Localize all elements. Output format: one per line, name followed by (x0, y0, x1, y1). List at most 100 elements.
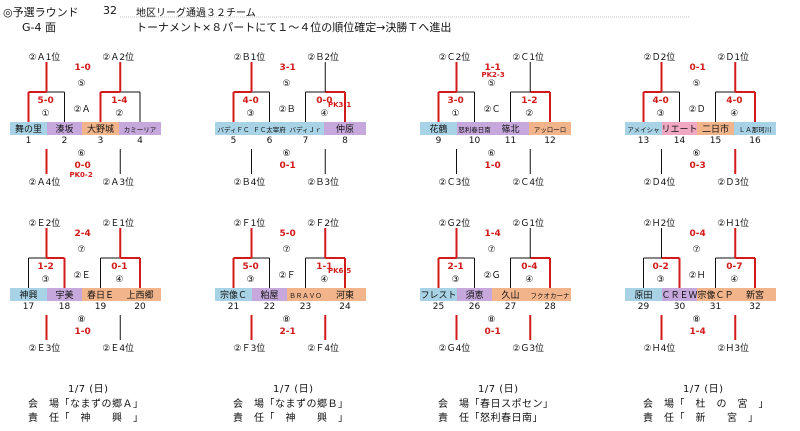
team-number: 15 (709, 136, 722, 146)
group-label: ②Ｅ (73, 271, 91, 281)
group-label: ②Ｄ (688, 105, 706, 115)
team-number: 11 (504, 136, 517, 146)
match-number: ④ (730, 109, 739, 119)
match-score: 2-1 (447, 262, 464, 272)
team-number: 20 (134, 302, 146, 312)
match-number: ⑤ (282, 79, 291, 89)
rank-label: ②Ｄ3位 (717, 178, 750, 188)
match-number: ⑤ (692, 79, 701, 89)
rank-label: ②Ａ3位 (102, 178, 135, 188)
team-number: 21 (227, 302, 240, 312)
team-number: 28 (544, 302, 556, 312)
match-score: 4-0 (242, 96, 259, 106)
match-number: ⑧ (487, 315, 496, 325)
team-number: 14 (673, 136, 686, 146)
league-note: 地区リーグ通過３２チーム (136, 8, 256, 19)
team-cell: ＣＲＥＷ (662, 288, 697, 301)
match-number: ⑧ (77, 315, 86, 325)
match-number: ⑥ (77, 149, 86, 159)
rank-label: ②Ａ2位 (102, 53, 135, 63)
pk-score: PK2-3 (481, 71, 505, 79)
rank-label: ②Ｈ4位 (643, 344, 676, 354)
match-number: ① (41, 109, 50, 119)
rank-label: ②Ｆ3位 (233, 344, 266, 354)
footer-date: 1/7 (日) (478, 384, 519, 395)
match-score: 1-4 (689, 327, 706, 337)
team-cell: 仲原 (324, 122, 366, 135)
rank-label: ②Ｅ2位 (28, 219, 61, 229)
footer-manager: 責 任「 新 宮 」 (643, 413, 759, 424)
team-cell: 花鶴 (420, 122, 457, 135)
match-score: 0-7 (726, 262, 743, 272)
group-label: ②Ｈ (688, 271, 706, 281)
match-number: ② (525, 109, 534, 119)
team-number: 32 (749, 302, 761, 312)
match-number: ④ (730, 275, 739, 285)
team-count: 32 (103, 4, 117, 17)
match-number: ⑤ (77, 79, 86, 89)
rank-label: ②Ｃ3位 (438, 178, 471, 188)
match-score: 1-4 (111, 96, 128, 106)
team-number: 25 (432, 302, 445, 312)
team-number: 31 (709, 302, 722, 312)
match-score: 1-1 (484, 63, 501, 73)
rank-label: ②Ｃ4位 (512, 178, 545, 188)
team-cell: 大野城 (82, 122, 119, 135)
match-score: 0-1 (484, 327, 501, 337)
team-number: 9 (435, 136, 442, 146)
rank-label: ②Ｂ1位 (233, 53, 266, 63)
team-number: 23 (299, 302, 312, 312)
rank-label: ②Ｇ2位 (438, 219, 471, 229)
rank-label: ②Ａ4位 (28, 178, 61, 188)
match-number: ⑧ (282, 315, 291, 325)
team-number: 16 (749, 136, 761, 146)
team-cell: フレスト (420, 288, 457, 301)
match-number: ② (115, 109, 124, 119)
team-number: 30 (673, 302, 686, 312)
team-cell: ＦＣ太宰府 (252, 122, 287, 135)
match-number: ⑦ (487, 245, 496, 255)
team-number: 22 (263, 302, 276, 312)
team-cell: 上西郷 (119, 288, 161, 301)
match-score: 3-0 (447, 96, 464, 106)
team-number: 19 (94, 302, 107, 312)
match-score: 1-1 (316, 262, 333, 272)
match-number: ④ (115, 275, 124, 285)
footer-manager: 責 任「 神 興 」 (28, 413, 144, 424)
rank-label: ②Ｄ4位 (643, 178, 676, 188)
match-score: 2-4 (74, 229, 91, 239)
match-number: ⑦ (77, 245, 86, 255)
pk-score: PK6-5 (328, 267, 352, 275)
match-number: ⑥ (487, 149, 496, 159)
team-cell: アメイシャ (625, 122, 662, 135)
footer-manager: 責 任「怒利春日南」 (438, 413, 543, 424)
match-score: 3-1 (279, 63, 296, 73)
team-cell: 湊坂 (47, 122, 82, 135)
rank-label: ②Ｅ1位 (102, 219, 135, 229)
rank-label: ②Ｆ2位 (307, 219, 340, 229)
match-number: ④ (320, 109, 329, 119)
footer-venue: 会 場「なまずの郷Ａ」 (28, 399, 144, 410)
team-cell: 怒利春日南 (457, 122, 492, 135)
team-number: 13 (637, 136, 650, 146)
group-label: ②Ｇ (483, 271, 501, 281)
rank-label: ②Ｃ2位 (438, 53, 471, 63)
match-number: ① (451, 109, 460, 119)
rank-label: ②Ａ1位 (28, 53, 61, 63)
team-number: 6 (266, 136, 273, 146)
tournament-note: トーナメント×８パートにて１～４位の順位確定→決勝Ｔへ進出 (136, 21, 452, 34)
match-number: ⑦ (282, 245, 291, 255)
match-score: 0-1 (689, 63, 706, 73)
rank-label: ②Ｃ1位 (512, 53, 545, 63)
rank-label: ②Ｄ1位 (717, 53, 750, 63)
match-number: ③ (451, 275, 460, 285)
match-score: 1-0 (74, 63, 91, 73)
team-cell: 宗像ＣＰ (697, 288, 734, 301)
rank-label: ②Ｇ1位 (512, 219, 545, 229)
team-number: 12 (544, 136, 556, 146)
team-number: 29 (637, 302, 650, 312)
team-cell: 篠北 (492, 122, 529, 135)
team-number: 17 (22, 302, 35, 312)
